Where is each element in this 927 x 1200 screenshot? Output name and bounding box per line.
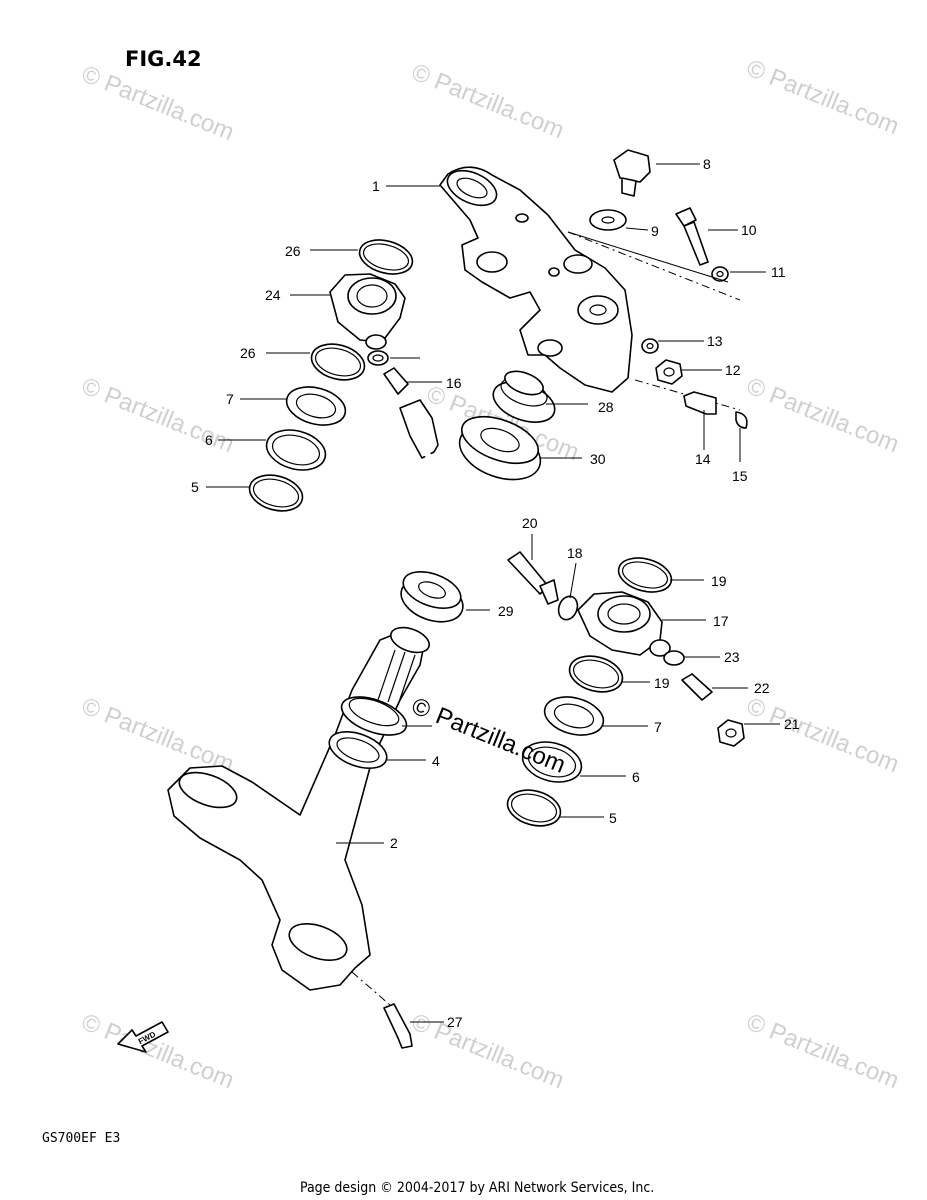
- callout-26-lower: 26: [240, 345, 256, 361]
- callout-28: 28: [598, 399, 614, 415]
- seal-6-right: [521, 741, 583, 783]
- callout-12: 12: [725, 362, 741, 378]
- holder-24: [329, 273, 406, 350]
- bolt-27: [383, 1003, 413, 1049]
- cup-30: [458, 415, 542, 481]
- callout-4: 4: [432, 753, 440, 769]
- watermark: © Partzilla.com: [78, 1009, 238, 1095]
- assembly-line: [351, 971, 391, 1006]
- callout-13: 13: [707, 333, 723, 349]
- callout-22: 22: [754, 680, 770, 696]
- seal-7-right: [543, 696, 605, 736]
- seal-6-left: [265, 429, 327, 471]
- fitting-16: [383, 367, 409, 395]
- seal-7-right-inner: [553, 703, 595, 729]
- callout-19-lower: 19: [654, 675, 670, 691]
- callout-16: 16: [446, 375, 462, 391]
- callout-24: 24: [265, 287, 281, 303]
- upper-bracket: [439, 166, 633, 393]
- nut-12: [655, 359, 683, 385]
- clip-15: [735, 411, 748, 429]
- watermark: © Partzilla.com: [78, 373, 238, 459]
- seal-7-left-inner: [295, 393, 337, 419]
- assembly-line: [567, 231, 741, 301]
- callout-14: 14: [695, 451, 711, 467]
- callouts: 1 8 9 10 11 13 12 14 15 26 24 26 16 7 6 …: [191, 156, 800, 1030]
- washer-18: [557, 595, 579, 621]
- watermark: © Partzilla.com: [743, 693, 903, 779]
- o-ring-26-lower-inner: [314, 347, 362, 377]
- fitting-22: [681, 673, 713, 701]
- page-footer: Page design © 2004-2017 by ARI Network S…: [300, 1180, 654, 1196]
- o-ring-5-left-inner: [252, 478, 300, 508]
- seal-4: [328, 730, 388, 770]
- callout-5-right: 5: [609, 810, 617, 826]
- watermark: © Partzilla.com: [78, 61, 238, 147]
- washer-13: [641, 338, 659, 354]
- watermark: © Partzilla.com: [743, 1009, 903, 1095]
- callout-30: 30: [590, 451, 606, 467]
- watermark: © Partzilla.com: [408, 1009, 568, 1095]
- callout-1: 1: [372, 178, 380, 194]
- o-ring-19-lower-inner: [572, 659, 620, 689]
- steering-stem: [167, 626, 430, 991]
- bolt-14: [683, 391, 717, 415]
- o-ring-5-right-inner: [510, 793, 558, 823]
- callout-6-right: 6: [632, 769, 640, 785]
- callout-21: 21: [784, 716, 800, 732]
- assembly-line: [567, 231, 729, 283]
- watermark: © Partzilla.com: [78, 693, 238, 779]
- callout-17: 17: [713, 613, 729, 629]
- o-ring-19-upper: [617, 557, 673, 593]
- leader-lines: [206, 163, 780, 1023]
- callout-29: 29: [498, 603, 514, 619]
- callout-6-left: 6: [205, 432, 213, 448]
- callout-26-upper: 26: [285, 243, 301, 259]
- cup-29: [400, 570, 464, 623]
- piston-28: [492, 370, 556, 423]
- copyright-symbol: ©: [408, 693, 435, 725]
- hose-20: [399, 399, 559, 605]
- washer-11: [711, 266, 729, 282]
- holder-17: [577, 591, 671, 657]
- callout-10: 10: [741, 222, 757, 238]
- watermark: © Partzilla.com: [743, 55, 903, 141]
- watermark: © Partzilla.com: [408, 59, 568, 145]
- callout-5-left: 5: [191, 479, 199, 495]
- bolt-8: [613, 149, 651, 197]
- callout-27: 27: [447, 1014, 463, 1030]
- callout-2: 2: [390, 835, 398, 851]
- o-ring-19-upper-inner: [621, 561, 669, 589]
- callout-19-upper: 19: [711, 573, 727, 589]
- seal-6-right-inner: [527, 746, 577, 778]
- washer-23: [663, 650, 685, 666]
- washer-9: [589, 209, 627, 231]
- callout-9: 9: [651, 223, 659, 239]
- nut-21: [717, 719, 745, 747]
- callout-23: 23: [724, 649, 740, 665]
- seal-6-left-inner: [271, 434, 321, 466]
- figure-title: FIG.42: [125, 47, 202, 71]
- watermark: © Partzilla.com: [743, 373, 903, 459]
- model-code: GS700EF E3: [42, 1131, 120, 1146]
- callout-20: 20: [522, 515, 538, 531]
- callout-8: 8: [703, 156, 711, 172]
- callout-11: 11: [771, 264, 786, 280]
- callout-7-right: 7: [654, 719, 662, 735]
- o-ring-26-upper: [358, 239, 414, 275]
- seal-7-left: [285, 386, 347, 426]
- o-ring-26-upper-inner: [362, 243, 410, 271]
- callout-18: 18: [567, 545, 583, 561]
- callout-7-left: 7: [226, 391, 234, 407]
- callout-15: 15: [732, 468, 748, 484]
- washer-25: [367, 350, 389, 366]
- bolt-10: [675, 207, 709, 266]
